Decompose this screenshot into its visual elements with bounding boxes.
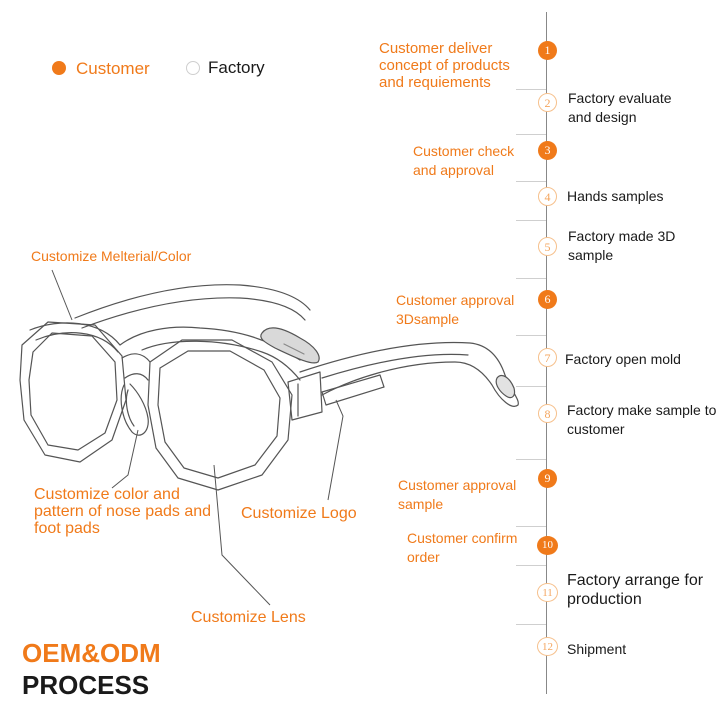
legend-factory-dot [186, 61, 200, 75]
hinge [287, 371, 323, 421]
title-oem-odm: OEM&ODM [22, 638, 161, 668]
step-10-text: Customer confirm order [407, 530, 518, 565]
step-2-text: Factory evaluate and design [568, 90, 672, 125]
leader-nose [111, 429, 139, 489]
step-1-text: Customer deliver concept of products and… [379, 40, 510, 91]
legend-customer-label: Customer [76, 59, 150, 78]
title-process: PROCESS [22, 670, 150, 700]
step-5-node: 5 [538, 237, 557, 256]
step-7-node: 7 [538, 348, 557, 367]
step-11-text: Factory arrange for production [567, 572, 704, 608]
callout-nose-pads: Customize color and pattern of nose pads… [34, 486, 212, 537]
timeline-tick [516, 335, 546, 336]
near-temple-tip [495, 375, 516, 399]
step-7-text: Factory open mold [565, 351, 681, 367]
step-9-text: Customer approval sample [398, 477, 517, 512]
step-2-node: 2 [538, 93, 557, 112]
step-5-text: Factory made 3D sample [568, 228, 676, 263]
step-11-node: 11 [537, 583, 558, 602]
timeline-tick [516, 565, 546, 566]
step-9-node: 9 [538, 469, 557, 488]
step-6-node: 6 [538, 290, 557, 309]
right-lens [157, 350, 281, 479]
step-12-node: 12 [537, 637, 558, 656]
legend-factory-label: Factory [208, 58, 265, 77]
timeline-tick [516, 89, 546, 90]
step-1-node: 1 [538, 41, 557, 60]
step-8-text: Factory make sample to customer [567, 402, 717, 437]
nose-pad [120, 383, 149, 436]
step-6-text: Customer approval 3Dsample [396, 292, 515, 327]
callout-logo: Customize Logo [241, 505, 357, 522]
step-3-text: Customer check and approval [413, 143, 515, 178]
step-10-node: 10 [537, 536, 558, 555]
bridge [121, 353, 151, 363]
legend-customer-dot [52, 61, 66, 75]
left-lens [28, 332, 118, 451]
top-bar [29, 322, 301, 361]
leader-material [51, 269, 73, 321]
timeline-tick [516, 526, 546, 527]
callout-lens: Customize Lens [191, 609, 306, 626]
timeline-tick [516, 220, 546, 221]
step-3-node: 3 [538, 141, 557, 160]
step-4-node: 4 [538, 187, 557, 206]
timeline-tick [516, 278, 546, 279]
timeline-tick [516, 624, 546, 625]
left-lens-rim [19, 321, 127, 463]
far-temple-plate [260, 327, 320, 364]
timeline-tick [516, 134, 546, 135]
leader-lens [213, 464, 271, 606]
right-lens-rim [147, 339, 293, 491]
timeline-tick [516, 386, 546, 387]
timeline-tick [516, 181, 546, 182]
leader-logo [327, 399, 344, 501]
timeline-tick [516, 459, 546, 460]
step-8-node: 8 [538, 404, 557, 423]
logo-plate [321, 374, 385, 406]
near-temple [299, 341, 519, 407]
step-12-text: Shipment [567, 641, 627, 657]
far-temple [74, 284, 311, 319]
callout-material-color: Customize Melterial/Color [31, 248, 192, 264]
step-4-text: Hands samples [567, 188, 664, 204]
